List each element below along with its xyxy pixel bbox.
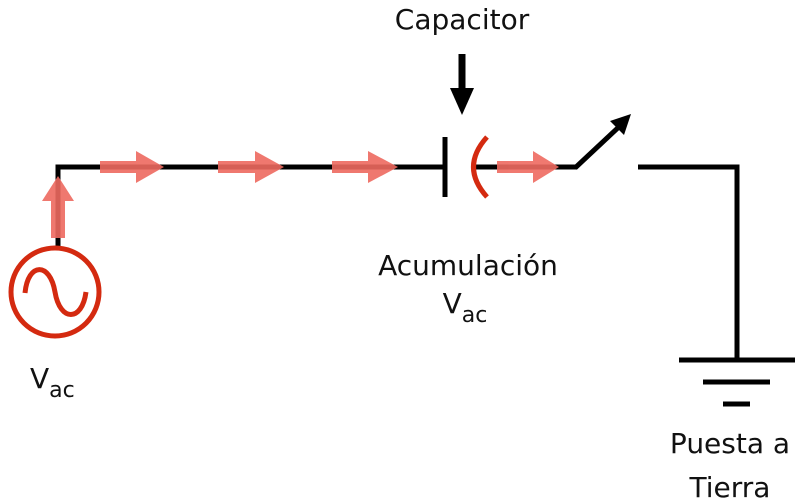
down-arrow-head xyxy=(450,88,474,115)
accumulation-voltage-label: Vac xyxy=(420,287,510,327)
current-arrow-right-1 xyxy=(100,151,164,183)
ground-label-line1: Puesta a xyxy=(669,427,791,460)
current-arrow-right-3 xyxy=(332,151,398,183)
current-arrow-right-2 xyxy=(218,151,284,183)
voltage-symbol: V xyxy=(442,287,462,320)
voltage-subscript: ac xyxy=(49,378,75,403)
wire-source-to-capacitor xyxy=(55,164,445,246)
accumulation-label: Acumulación xyxy=(378,249,558,282)
current-arrow-right-4 xyxy=(497,151,559,183)
source-voltage-label: Vac xyxy=(30,362,100,402)
ground-symbol xyxy=(679,357,795,407)
current-flow-arrows xyxy=(42,151,559,238)
switch-symbol xyxy=(573,114,631,170)
wire-switch-to-ground xyxy=(638,164,740,360)
voltage-symbol: V xyxy=(30,362,50,395)
source-symbol xyxy=(8,245,102,339)
capacitor-label: Capacitor xyxy=(394,3,530,36)
ac-source-circle xyxy=(8,245,102,339)
voltage-subscript: ac xyxy=(461,303,488,328)
switch-arm xyxy=(573,122,624,170)
capacitor-symbol xyxy=(442,135,489,199)
sine-wave-icon xyxy=(22,267,89,317)
capacitor-plate-curved xyxy=(471,135,489,199)
switch-arrow-head xyxy=(610,114,631,135)
current-arrow-up xyxy=(42,176,74,238)
ground-label-line2: Tierra xyxy=(689,471,771,504)
capacitor-pointer-arrow xyxy=(450,54,474,115)
